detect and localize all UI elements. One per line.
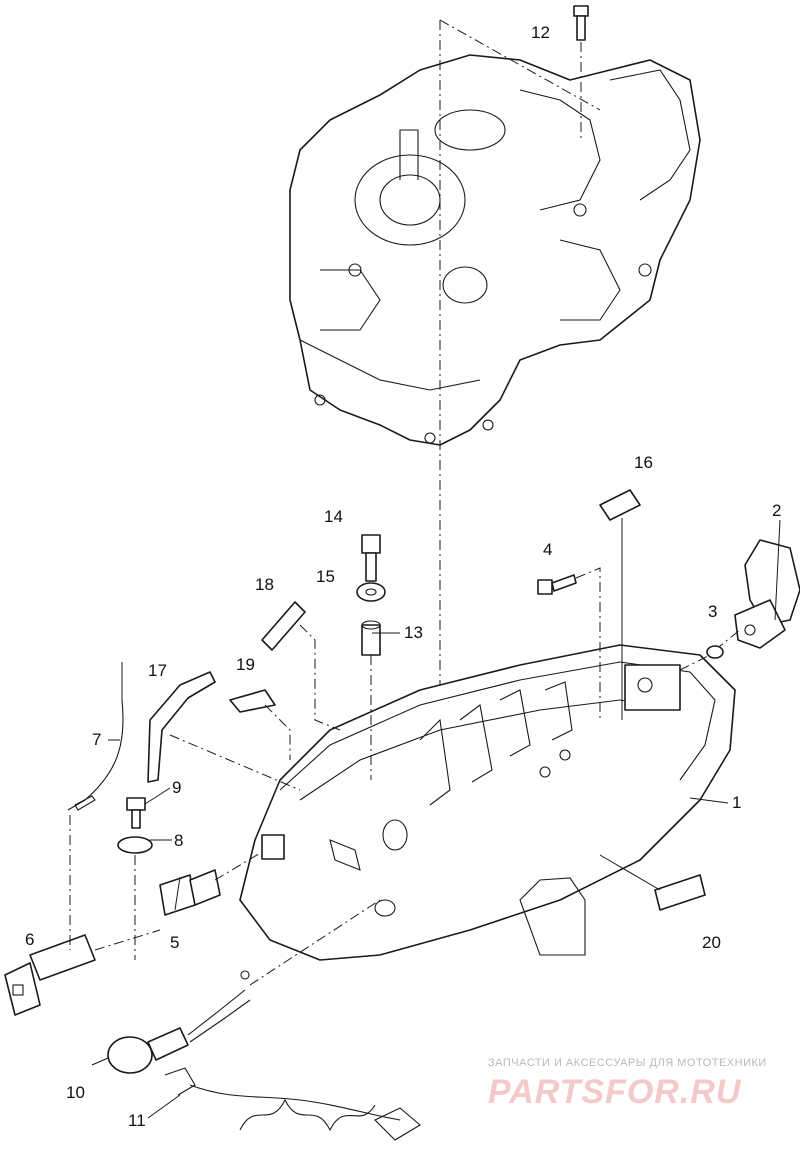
callout-11: 11 xyxy=(128,1111,146,1130)
seal-18 xyxy=(261,601,306,651)
bolt-14 xyxy=(361,534,381,582)
bolt-12 xyxy=(573,5,589,140)
collar-13 xyxy=(361,620,381,656)
callout-14: 14 xyxy=(324,507,343,526)
callout-18: 18 xyxy=(255,575,274,594)
watermark-logo: PARTSFOR.RU xyxy=(488,1073,742,1111)
callout-10: 10 xyxy=(66,1083,85,1102)
callout-1: 1 xyxy=(732,793,741,812)
callout-6: 6 xyxy=(25,930,34,949)
callout-8: 8 xyxy=(174,831,183,850)
callout-15: 15 xyxy=(316,567,335,586)
callout-2: 2 xyxy=(772,501,781,520)
screw-4 xyxy=(537,567,601,720)
callout-5: 5 xyxy=(170,933,179,952)
stop-switch-10 xyxy=(107,970,251,1074)
washer-15 xyxy=(356,582,386,602)
bolt-9 xyxy=(126,797,146,829)
callout-4: 4 xyxy=(543,540,552,559)
lanyard-11 xyxy=(164,1067,421,1141)
bracket-2 xyxy=(734,539,800,649)
collar-3 xyxy=(706,645,724,659)
callout-16: 16 xyxy=(634,453,653,472)
callout-17: 17 xyxy=(148,661,167,680)
callout-20: 20 xyxy=(702,933,721,952)
gasket-17 xyxy=(147,671,216,783)
wire-7 xyxy=(67,662,124,811)
callout-13: 13 xyxy=(404,623,423,642)
label-16 xyxy=(599,489,641,521)
callout-9: 9 xyxy=(172,778,181,797)
callout-7: 7 xyxy=(92,730,101,749)
grommet-8 xyxy=(117,836,153,854)
label-20 xyxy=(654,874,706,911)
power-head-assembly xyxy=(289,54,701,446)
callout-19: 19 xyxy=(236,655,255,674)
holder-6 xyxy=(4,934,96,1016)
watermark-tagline: ЗАПЧАСТИ И АКСЕССУАРЫ ДЛЯ МОТОТЕХНИКИ xyxy=(488,1057,767,1069)
callout-12: 12 xyxy=(531,23,550,42)
callout-3: 3 xyxy=(708,602,717,621)
seal-19 xyxy=(229,689,276,713)
bottom-cowling-1 xyxy=(239,644,736,961)
plug-5 xyxy=(159,869,221,916)
